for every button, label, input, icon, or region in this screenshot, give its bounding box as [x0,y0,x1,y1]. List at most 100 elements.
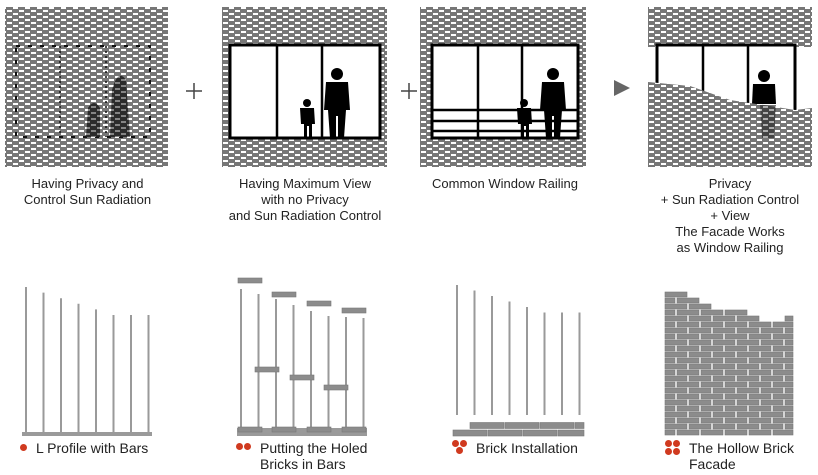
hollow-brick [784,375,794,382]
hollow-brick [760,411,784,418]
child-silhouette-icon [300,99,315,138]
hollow-brick [748,321,772,328]
hollow-brick [676,381,700,388]
hollow-brick [664,321,676,328]
hollow-brick [676,417,700,424]
hollow-brick [748,429,772,436]
hollow-brick [724,333,748,340]
hollow-brick [323,384,349,391]
step-4: The Hollow Brick Facade [665,440,794,472]
hollow-brick [724,405,748,412]
hollow-brick [664,297,676,304]
panel-brick-facade-railing [648,7,812,167]
step-label: The Hollow Brick Facade [689,440,795,472]
hollow-brick [724,345,748,352]
hollow-brick [724,369,748,376]
hollow-brick [664,387,688,394]
hollow-brick [772,369,794,376]
hollow-brick [772,429,794,436]
hollow-brick [676,333,700,340]
hollow-brick [700,417,724,424]
hollow-brick [341,426,367,433]
hollow-brick [772,321,794,328]
hollow-brick [306,426,332,433]
hollow-brick [748,381,772,388]
hollow-brick [736,363,760,370]
hollow-brick [664,417,676,424]
hollow-brick [664,339,688,346]
railing [432,108,578,133]
hollow-brick [748,357,772,364]
hollow-brick [676,429,700,436]
hollow-brick [452,429,488,437]
hollow-brick [688,339,712,346]
hollow-brick [688,315,712,322]
caption-facade-railing: Privacy + Sun Radiation Control + View T… [660,176,800,255]
hollow-brick [772,381,794,388]
hollow-brick [724,309,748,316]
hollow-brick [712,387,736,394]
hollow-brick [664,291,688,298]
hollow-brick [736,339,760,346]
person-silhouette-icon [324,68,350,138]
hollow-brick [700,309,724,316]
hollow-brick [712,375,736,382]
hollow-brick [664,309,676,316]
hollow-brick [760,339,784,346]
l-profile [237,428,367,436]
panel-window-railing [420,7,586,167]
hollow-brick [341,307,367,314]
hollow-brick [688,375,712,382]
hollow-brick [664,429,676,436]
person-silhouette-icon [752,70,776,104]
hollow-brick [676,357,700,364]
hollow-brick [700,381,724,388]
hollow-brick [736,387,760,394]
hollow-brick [760,363,784,370]
hollow-brick [688,363,712,370]
hollow-brick [664,381,676,388]
hollow-brick [688,423,712,430]
hollow-brick [688,387,712,394]
hollow-brick [712,315,736,322]
arrow-right-icon [614,80,630,96]
hollow-brick [736,315,760,322]
hollow-brick [736,423,760,430]
caption-window-railing: Common Window Railing [432,176,578,191]
hollow-brick [736,411,760,418]
hollow-brick [760,351,784,358]
step-dots-icon [452,440,470,456]
hollow-brick [772,393,794,400]
hollow-brick [772,405,794,412]
hollow-brick [736,375,760,382]
plus-icon [186,83,202,99]
hollow-brick [760,423,784,430]
hollow-brick [254,366,280,373]
hollow-brick [760,399,784,406]
hollow-brick [487,429,523,437]
hollow-brick [700,345,724,352]
panel-open-window [222,7,387,167]
hollow-brick [664,393,676,400]
hollow-brick [784,423,794,430]
hollow-brick [664,411,688,418]
step-label: Brick Installation [476,440,578,456]
hollow-brick [712,339,736,346]
hollow-brick [784,339,794,346]
hollow-brick [664,423,688,430]
hollow-brick [784,315,794,322]
hollow-brick [760,387,784,394]
hollow-brick [664,351,688,358]
hollow-brick [469,422,505,429]
l-profile [22,432,152,436]
hollow-brick [712,327,736,334]
step-1: L Profile with Bars [18,440,148,456]
caption-maximum-view: Having Maximum View with no Privacy and … [228,176,382,223]
hollow-brick [724,357,748,364]
hollow-brick [784,363,794,370]
hollow-brick [664,345,676,352]
hollow-brick [724,321,748,328]
hollow-brick [760,327,784,334]
hollow-brick [784,327,794,334]
